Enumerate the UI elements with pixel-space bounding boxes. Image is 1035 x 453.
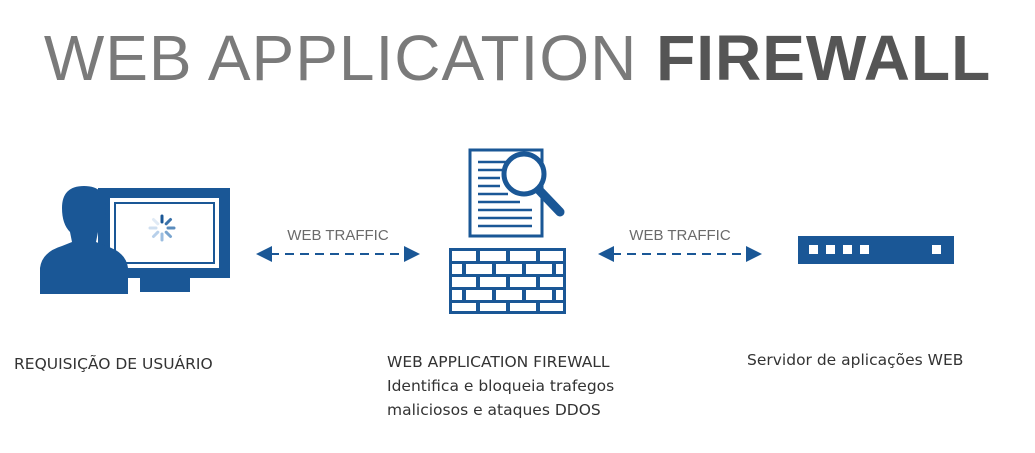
magnifier-icon	[501, 151, 547, 197]
arrow-right-head	[404, 246, 420, 262]
node-user-label: REQUISIÇÃO DE USUÁRIO	[14, 352, 213, 376]
loading-spinner-icon	[148, 214, 176, 242]
user-at-computer-icon	[40, 186, 230, 294]
node-server-label: Servidor de aplicações WEB	[747, 348, 963, 372]
diagram-title: WEB APPLICATION FIREWALL	[0, 18, 1035, 98]
title-light: WEB APPLICATION	[43, 22, 657, 94]
web-server-icon	[798, 236, 954, 264]
title-bold: FIREWALL	[656, 22, 992, 94]
arrow-left-head	[256, 246, 272, 262]
link-2-label: WEB TRAFFIC	[629, 227, 731, 244]
node-firewall-line-1: WEB APPLICATION FIREWALL	[387, 353, 610, 371]
link-1-label: WEB TRAFFIC	[287, 227, 389, 244]
node-firewall-line-2: Identifica e bloqueia trafegos	[387, 377, 615, 395]
node-user-line-1: REQUISIÇÃO DE USUÁRIO	[14, 355, 213, 373]
web-traffic-link-1: WEB TRAFFIC	[256, 227, 420, 262]
firewall-document-search-icon	[449, 148, 566, 314]
node-server-line-1: Servidor de aplicações WEB	[747, 351, 964, 369]
arrow-left-head	[598, 246, 614, 262]
node-firewall-label: WEB APPLICATION FIREWALL Identifica e bl…	[387, 350, 614, 422]
web-traffic-link-2: WEB TRAFFIC	[598, 227, 762, 262]
node-firewall-line-3: maliciosos e ataques DDOS	[387, 401, 601, 419]
arrow-right-head	[746, 246, 762, 262]
